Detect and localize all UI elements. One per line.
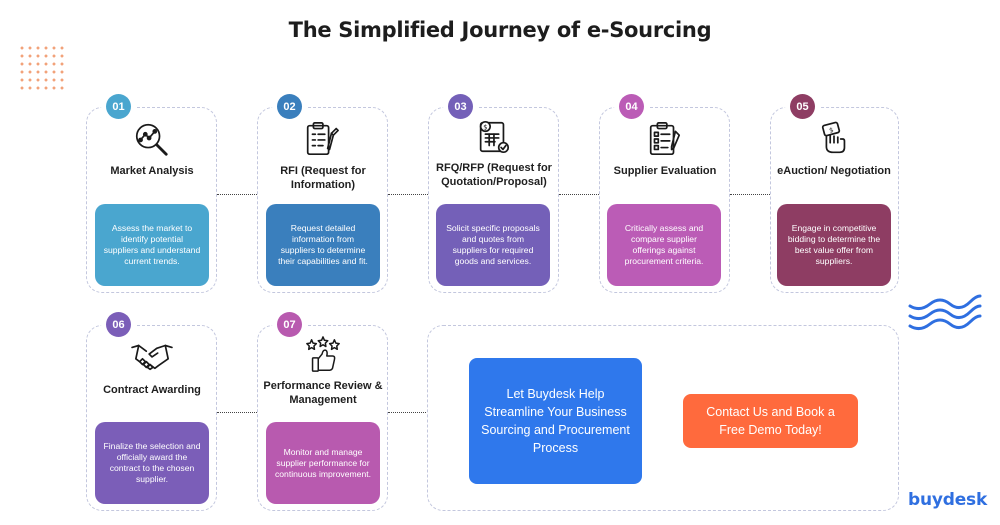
- connector-7-cta: [388, 412, 428, 413]
- step-number-badge: 06: [106, 312, 131, 337]
- step-title: Market Analysis: [110, 165, 194, 177]
- buydesk-logo: buydesk: [908, 490, 988, 510]
- checklist-icon: [645, 120, 683, 158]
- svg-text:$: $: [828, 126, 834, 135]
- step-description: Engage in competitive bidding to determi…: [777, 204, 891, 286]
- step-description: Finalize the selection and officially aw…: [95, 422, 209, 504]
- clipboard-icon: [302, 120, 340, 158]
- auction-hand-icon: $: [815, 120, 853, 158]
- decorative-waves: [906, 290, 984, 336]
- step-number-badge: 05: [790, 94, 815, 119]
- step-title: Contract Awarding: [103, 384, 201, 396]
- step-title: RFI (Request for Information): [280, 165, 366, 191]
- step-number-badge: 03: [448, 94, 473, 119]
- step-description: Critically assess and compare supplier o…: [607, 204, 721, 286]
- page-title: The Simplified Journey of e-Sourcing: [288, 18, 712, 42]
- contact-demo-button[interactable]: Contact Us and Book a Free Demo Today!: [683, 394, 858, 448]
- market-analysis-icon: [132, 120, 170, 158]
- connector-1-2: [217, 194, 257, 195]
- step-description: Assess the market to identify potential …: [95, 204, 209, 286]
- step-description: Monitor and manage supplier performance …: [266, 422, 380, 504]
- step-title: RFQ/RFP (Request for Quotation/Proposal): [436, 162, 552, 188]
- cta-message: Let Buydesk Help Streamline Your Busines…: [469, 358, 642, 484]
- step-title: Supplier Evaluation: [613, 165, 717, 177]
- step-number-badge: 07: [277, 312, 302, 337]
- step-description: Solicit specific proposals and quotes fr…: [436, 204, 550, 286]
- connector-3-4: [559, 194, 599, 195]
- step-description: Request detailed information from suppli…: [266, 204, 380, 286]
- svg-text:$: $: [483, 123, 487, 131]
- thumbs-up-stars-icon: [304, 336, 342, 374]
- step-number-badge: 04: [619, 94, 644, 119]
- step-title: eAuction/ Negotiation: [777, 165, 891, 177]
- connector-2-3: [388, 194, 428, 195]
- quotation-document-icon: $: [474, 118, 512, 156]
- step-title: Performance Review & Management: [263, 380, 383, 406]
- connector-6-7: [217, 412, 257, 413]
- handshake-icon: [130, 336, 174, 374]
- step-number-badge: 01: [106, 94, 131, 119]
- connector-4-5: [730, 194, 770, 195]
- decorative-dot-grid: [18, 44, 66, 92]
- step-number-badge: 02: [277, 94, 302, 119]
